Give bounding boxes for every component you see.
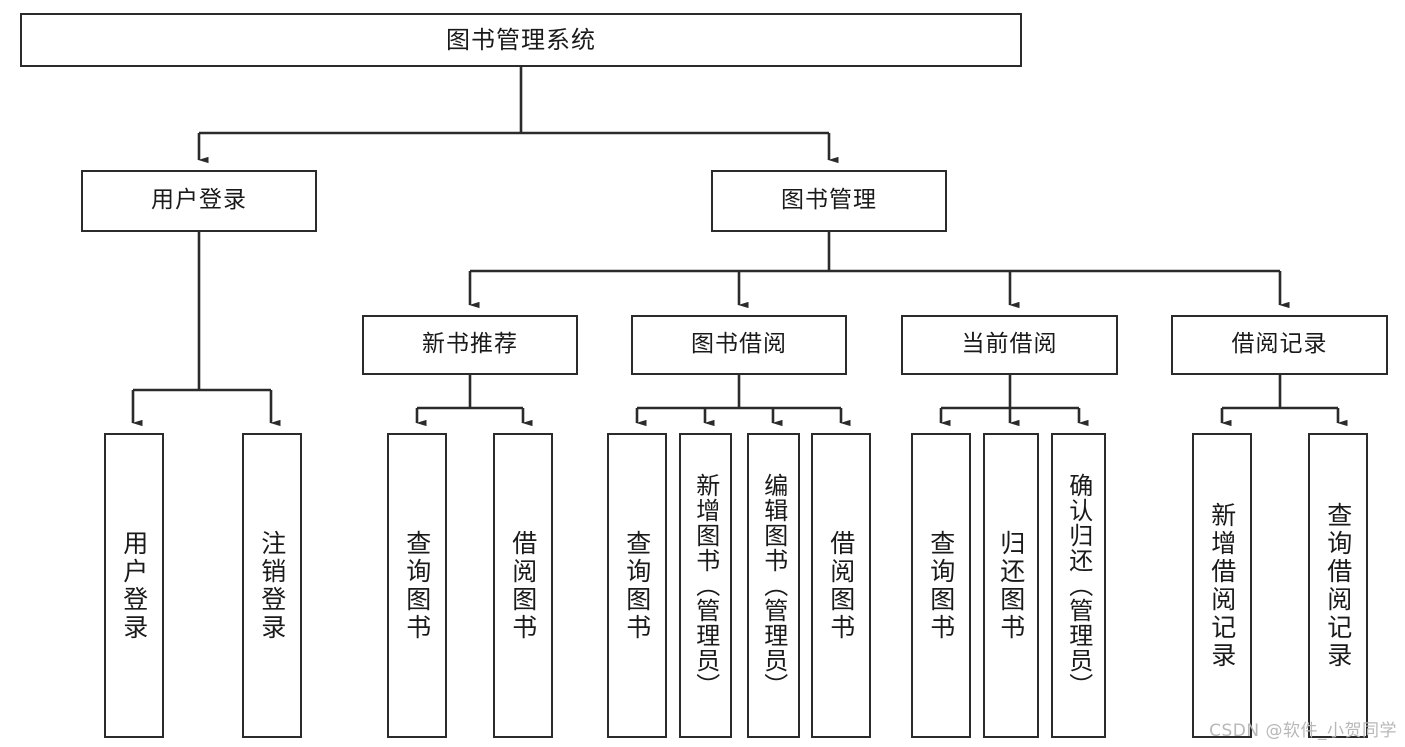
leaf-label: 确认归还（管理员） (1064, 473, 1093, 698)
leaf-edit-book-admin[interactable]: 编辑图书（管理员） (747, 433, 800, 738)
leaf-label: 新增借阅记录 (1207, 501, 1237, 670)
leaf-add-borrow-record[interactable]: 新增借阅记录 (1192, 433, 1252, 738)
leaf-logout-login[interactable]: 注销登录 (242, 433, 302, 738)
leaf-label: 编辑图书（管理员） (759, 473, 788, 698)
node-book-management[interactable]: 图书管理 (711, 170, 947, 232)
leaf-add-book-admin[interactable]: 新增图书（管理员） (679, 433, 732, 738)
leaf-borrow-book-recommend[interactable]: 借阅图书 (493, 433, 553, 738)
leaf-label: 查询图书 (926, 529, 956, 642)
leaf-query-book-current[interactable]: 查询图书 (911, 433, 971, 738)
node-borrow-record[interactable]: 借阅记录 (1171, 315, 1388, 375)
leaf-query-book-borrow[interactable]: 查询图书 (607, 433, 667, 738)
node-new-book-recommend[interactable]: 新书推荐 (362, 315, 578, 375)
leaf-label: 查询图书 (622, 529, 652, 642)
leaf-label: 借阅图书 (508, 529, 538, 642)
csdn-watermark: CSDN @软件_小贺同学 (1209, 721, 1397, 741)
leaf-label: 用户登录 (119, 529, 149, 642)
node-user-login[interactable]: 用户登录 (81, 170, 317, 232)
leaf-label: 新增图书（管理员） (691, 473, 720, 698)
leaf-label: 借阅图书 (826, 529, 856, 642)
leaf-label: 注销登录 (257, 529, 287, 642)
leaf-label: 查询图书 (402, 529, 432, 642)
node-book-borrow[interactable]: 图书借阅 (631, 315, 847, 375)
node-root-system[interactable]: 图书管理系统 (20, 13, 1022, 67)
leaf-query-borrow-record[interactable]: 查询借阅记录 (1308, 433, 1368, 738)
leaf-borrow-book-borrow[interactable]: 借阅图书 (811, 433, 871, 738)
leaf-label: 查询借阅记录 (1323, 501, 1353, 670)
leaf-query-book-recommend[interactable]: 查询图书 (387, 433, 447, 738)
leaf-return-book[interactable]: 归还图书 (983, 433, 1039, 738)
node-current-borrow[interactable]: 当前借阅 (901, 315, 1118, 375)
leaf-confirm-return-admin[interactable]: 确认归还（管理员） (1051, 433, 1106, 738)
leaf-label: 归还图书 (996, 529, 1026, 642)
leaf-user-login[interactable]: 用户登录 (104, 433, 164, 738)
